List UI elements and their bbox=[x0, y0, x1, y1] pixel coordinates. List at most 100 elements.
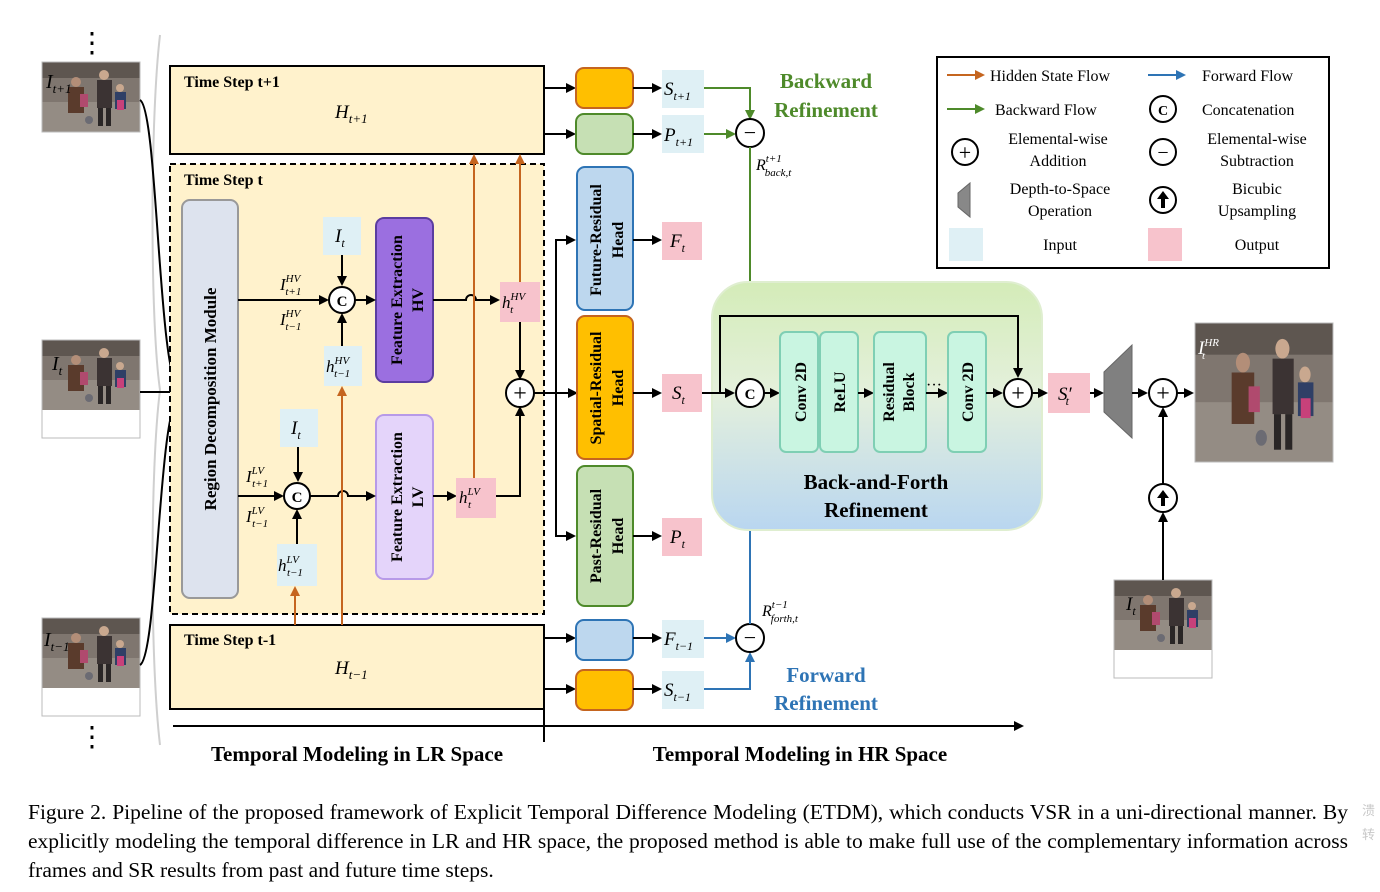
add-node-lr: + bbox=[505, 235, 578, 541]
legend-output-swatch bbox=[1148, 228, 1182, 261]
legend-add-2: Addition bbox=[1030, 153, 1087, 170]
legend-add-icon bbox=[951, 138, 979, 166]
frame-current: It bbox=[41, 339, 141, 439]
legend-sub-symbol: − bbox=[1157, 142, 1168, 164]
bf-title-1: Back-and-Forth bbox=[804, 470, 949, 494]
spatial-residual-head: Spatial-Residual Head bbox=[576, 315, 634, 460]
back-and-forth-refinement: C Conv 2D ReLU Residual Block ··· Conv 2… bbox=[702, 281, 1043, 531]
fe-lv-line2: LV bbox=[410, 486, 427, 507]
concat-refine-label: C bbox=[745, 387, 756, 403]
legend: Hidden State Flow Forward Flow Backward … bbox=[936, 56, 1330, 269]
concat-lv-label: C bbox=[292, 490, 303, 506]
time-step-prev: Time Step t-1 Ht−1 bbox=[169, 624, 545, 710]
time-step-current-title: Time Step t bbox=[184, 172, 263, 189]
vdots-bottom: ⋮ bbox=[78, 722, 106, 753]
legend-output: Output bbox=[1235, 237, 1280, 254]
h-prev: Ht−1 bbox=[334, 658, 368, 682]
legend-concat-symbol: C bbox=[1158, 104, 1168, 119]
bf-title-2: Refinement bbox=[824, 498, 928, 522]
add-refine-label: + bbox=[1011, 381, 1025, 407]
legend-sub-1: Elemental-wise bbox=[1207, 131, 1307, 148]
legend-forward: Forward Flow bbox=[1202, 68, 1294, 85]
legend-bicubic-2: Upsampling bbox=[1218, 203, 1296, 220]
past-head-line2: Head bbox=[610, 518, 627, 555]
legend-d2s-2: Operation bbox=[1028, 203, 1092, 220]
legend-concat: Concatenation bbox=[1202, 102, 1294, 119]
residual-line2: Block bbox=[901, 372, 918, 411]
depth-to-space-icon bbox=[1103, 343, 1133, 440]
watermark-text: 溃 转 bbox=[1362, 804, 1376, 843]
legend-sub-2: Subtraction bbox=[1220, 153, 1294, 170]
region-module-label: Region Decomposition Module bbox=[201, 287, 220, 510]
legend-backward: Backward Flow bbox=[995, 102, 1097, 119]
past-head-line1: Past-Residual bbox=[588, 488, 605, 583]
relu: ReLU bbox=[832, 371, 849, 412]
conv2d-2: Conv 2D bbox=[960, 362, 977, 422]
legend-input-swatch bbox=[949, 228, 983, 261]
time-step-next: Time Step t+1 Ht+1 bbox=[169, 65, 545, 155]
legend-input: Input bbox=[1043, 237, 1077, 254]
sub-forward-label: − bbox=[744, 625, 756, 650]
figure-caption: Figure 2. Pipeline of the proposed frame… bbox=[28, 800, 1348, 882]
h-next: Ht+1 bbox=[334, 102, 368, 126]
frame-current-label: It bbox=[51, 353, 63, 378]
legend-d2s-icon bbox=[957, 181, 971, 219]
backward-title-1: Backward bbox=[780, 69, 872, 93]
residual-line1: Residual bbox=[881, 362, 898, 422]
future-head-line2: Head bbox=[610, 222, 627, 259]
frame-prev-label: It−1 bbox=[43, 629, 70, 654]
spatial-head-line2: Head bbox=[610, 370, 627, 407]
frame-next: It+1 bbox=[41, 61, 141, 133]
legend-add-1: Elemental-wise bbox=[1008, 131, 1108, 148]
feature-extraction-hv: Feature Extraction HV bbox=[375, 217, 434, 383]
add-final-label: + bbox=[1156, 381, 1170, 407]
legend-hidden: Hidden State Flow bbox=[990, 68, 1110, 85]
axis-hr-label: Temporal Modeling in HR Space bbox=[653, 742, 947, 766]
forward-title-1: Forward bbox=[786, 663, 866, 687]
concat-hv-label: C bbox=[337, 294, 348, 310]
legend-d2s-1: Depth-to-Space bbox=[1010, 181, 1110, 198]
past-residual-head: Past-Residual Head bbox=[576, 465, 634, 607]
lr-bicubic-frame: It bbox=[1113, 579, 1213, 679]
legend-sub-icon bbox=[1149, 138, 1177, 166]
legend-add-symbol: + bbox=[959, 140, 971, 165]
feature-extraction-lv: Feature Extraction LV bbox=[375, 414, 434, 580]
axis-lr-label: Temporal Modeling in LR Space bbox=[211, 742, 503, 766]
spatial-head-line1: Spatial-Residual bbox=[588, 331, 605, 444]
conv2d-1: Conv 2D bbox=[793, 362, 810, 422]
region-decomposition-module: Region Decomposition Module bbox=[181, 199, 239, 599]
future-head-line1: Future-Residual bbox=[588, 184, 605, 296]
head-outputs: Ft St Pt bbox=[633, 222, 702, 556]
time-step-next-title: Time Step t+1 bbox=[184, 74, 280, 91]
etdm-pipeline-figure: ⋮ It+1 It It−1 ⋮ Time Step t+1 Ht+1 bbox=[41, 28, 1334, 766]
refine-dots: ··· bbox=[926, 377, 942, 394]
out-pt: Pt bbox=[669, 527, 686, 551]
hidden-state-arrows bbox=[290, 154, 525, 625]
hv-input-it: It bbox=[334, 226, 345, 250]
fe-hv-line1: Feature Extraction bbox=[389, 235, 406, 365]
timeline-axis: Temporal Modeling in LR Space Temporal M… bbox=[173, 708, 1024, 766]
add-node-lr-label: + bbox=[513, 381, 527, 407]
future-residual-head: Future-Residual Head bbox=[576, 166, 634, 311]
fe-hv-line2: HV bbox=[410, 288, 427, 312]
out-ft: Ft bbox=[669, 231, 686, 255]
frame-prev: It−1 bbox=[41, 617, 141, 717]
lv-input-it: It bbox=[290, 418, 301, 442]
legend-concat-icon bbox=[1149, 95, 1177, 123]
legend-bicubic-1: Bicubic bbox=[1232, 181, 1282, 198]
input-frames: ⋮ It+1 It It−1 ⋮ bbox=[41, 28, 182, 753]
fe-lv-line1: Feature Extraction bbox=[389, 432, 406, 562]
time-step-prev-title: Time Step t-1 bbox=[184, 632, 276, 649]
forward-title-2: Refinement bbox=[774, 691, 878, 715]
lr-label: It bbox=[1125, 594, 1136, 618]
